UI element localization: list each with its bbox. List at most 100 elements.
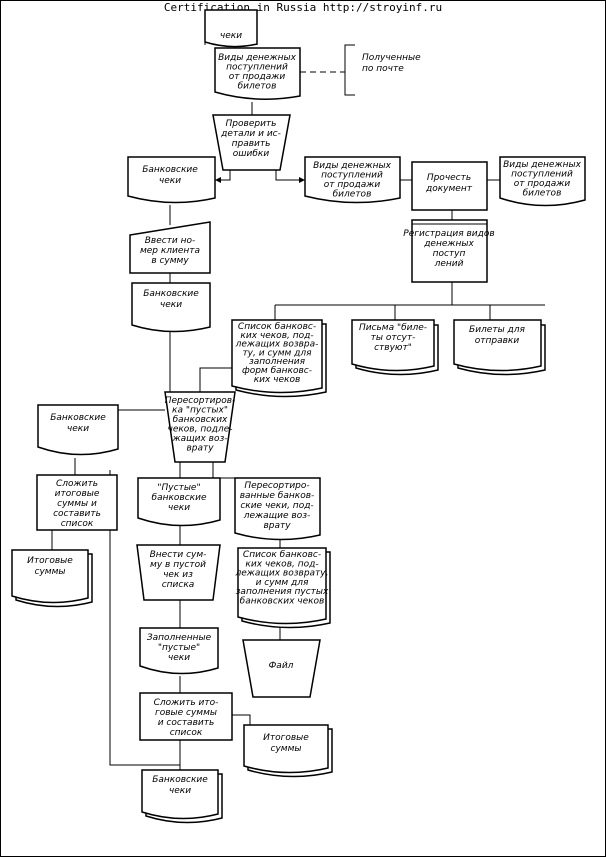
filled-checks-label: Заполненные <box>147 633 212 643</box>
list-bank-checks-label: ких чеков, под- <box>240 331 313 341</box>
letters-no-tickets-document <box>351 319 435 372</box>
arrowhead-icon <box>215 177 221 183</box>
bank-checks-3-label: Банковские <box>50 413 106 423</box>
arrowheads <box>215 177 305 183</box>
list-bank-checks-label: ких чеков <box>254 375 301 385</box>
empty-checks-label: "Пустые" <box>157 483 200 493</box>
resort-empty-label: врату <box>186 444 214 454</box>
resorted-checks-label: ские чеки, под- <box>240 501 313 511</box>
resorted-checks-document <box>234 477 321 541</box>
resort-empty-label: банковских <box>173 415 228 425</box>
verify-process-trapezoid <box>212 114 291 171</box>
list-bank-checks-label: лежащих возвра- <box>235 340 319 350</box>
list-bank-checks-label: форм банковс- <box>242 366 312 376</box>
ticket-receipts-2-label: поступлений <box>321 171 383 181</box>
verify-label: править <box>232 139 271 149</box>
bank-checks-1-label: чеки <box>159 176 181 186</box>
add-totals-1-label: суммы и <box>57 499 97 509</box>
ticket-receipts-2-label: билетов <box>333 190 372 200</box>
add-totals-1-label: список <box>61 519 94 529</box>
bank-checks-document-4 <box>141 769 219 820</box>
totals-document-1 <box>11 549 89 604</box>
read-document-label: Прочесть <box>427 173 471 183</box>
resorted-checks-label: Пересортиро- <box>244 481 309 491</box>
read-document-process <box>411 161 488 211</box>
filled-checks-document <box>139 627 219 675</box>
resort-empty-label: ка "пустых" <box>172 406 228 416</box>
register-receipts-label: Регистрация видов <box>403 229 494 239</box>
received-by-mail-label: Полученные <box>362 53 421 63</box>
list-bank-checks-label: Список банковс- <box>238 322 316 332</box>
list-checks-2-label: банковских чеков <box>240 597 325 607</box>
totals-2-label: суммы <box>271 744 302 754</box>
bank-checks-2-label: чеки <box>160 300 182 310</box>
letters-no-tickets-label: ты отсут- <box>371 333 416 343</box>
add-totals-2-label: говые суммы <box>155 708 217 718</box>
ticket-receipts-document-3 <box>499 156 586 207</box>
list-checks-2-label: заполнения пустых <box>236 587 329 597</box>
verify-label: Проверить <box>226 119 277 129</box>
bank-checks-document-1 <box>127 156 216 204</box>
connector <box>275 170 305 181</box>
received-by-mail-label: по почте <box>362 64 404 74</box>
list-bank-checks-label: заполнения <box>249 357 306 367</box>
register-receipts-label: лений <box>434 259 464 269</box>
enter-sum-label: чек из <box>163 570 193 580</box>
ticket-receipts-3-label: поступлений <box>511 170 573 180</box>
ticket-receipts-document-2 <box>304 156 401 204</box>
enter-sum-label: Внести сум- <box>150 550 207 560</box>
list-checks-2-label: и сумм для <box>256 578 309 588</box>
ticket-receipts-2-label: Виды денежных <box>313 161 391 171</box>
bank-checks-4-label: Банковские <box>152 775 208 785</box>
add-totals-1-label: Сложить <box>56 479 98 489</box>
mail-annotation-bracket <box>344 44 355 96</box>
top-checks-document <box>204 9 258 48</box>
bank-checks-document-2 <box>131 282 211 333</box>
bank-checks-document-3 <box>37 404 119 456</box>
ticket-receipts-1-label: от продажи <box>229 72 286 82</box>
list-checks-2-label: лежащих возврату, <box>235 569 329 579</box>
resorted-checks-label: лежащие воз- <box>243 511 310 521</box>
connector <box>274 304 545 320</box>
top-checks-label: чеки <box>220 31 242 41</box>
connector <box>212 462 280 479</box>
add-totals-2-label: Сложить ито- <box>154 698 219 708</box>
register-receipts-label: поступ <box>433 249 466 259</box>
read-document-label: документ <box>425 184 473 194</box>
connectors <box>51 22 545 770</box>
verify-label: ошибки <box>233 149 270 159</box>
connector <box>232 714 251 725</box>
ticket-receipts-3-label: от продажи <box>514 179 571 189</box>
totals-1-label: суммы <box>35 567 66 577</box>
enter-sum-process-trapezoid <box>136 544 221 601</box>
ticket-receipts-1-label: поступлений <box>226 63 288 73</box>
totals-1-label: Итоговые <box>27 556 73 566</box>
bank-checks-3-label: чеки <box>67 424 89 434</box>
resort-empty-label: чеков, подле- <box>168 425 233 435</box>
ticket-receipts-1-label: Виды денежных <box>218 53 296 63</box>
ticket-receipts-3-label: Виды денежных <box>503 160 581 170</box>
empty-checks-document <box>137 477 221 527</box>
enter-client-number-label: Ввести но- <box>145 236 196 246</box>
resort-empty-process-trapezoid <box>164 391 236 463</box>
letters-no-tickets-label: Письма "биле- <box>359 323 427 333</box>
empty-checks-label: чеки <box>168 503 190 513</box>
bank-checks-4-label: чеки <box>169 786 191 796</box>
add-totals-1-label: итоговые <box>55 489 100 499</box>
tickets-to-send-document <box>453 319 542 372</box>
add-totals-1-label: составить <box>53 509 101 519</box>
verify-label: детали и ис- <box>220 129 281 139</box>
add-totals-process-1 <box>36 474 118 531</box>
filled-checks-label: чеки <box>168 653 190 663</box>
register-receipts-process <box>411 219 488 283</box>
connector <box>109 470 180 766</box>
totals-document-2 <box>243 724 329 774</box>
register-receipts-label: денежных <box>423 239 474 249</box>
shapes <box>11 9 586 824</box>
connector <box>215 170 231 181</box>
enter-client-number-input <box>129 221 211 274</box>
arrowhead-icon <box>299 177 305 183</box>
enter-sum-label: списка <box>162 580 195 590</box>
